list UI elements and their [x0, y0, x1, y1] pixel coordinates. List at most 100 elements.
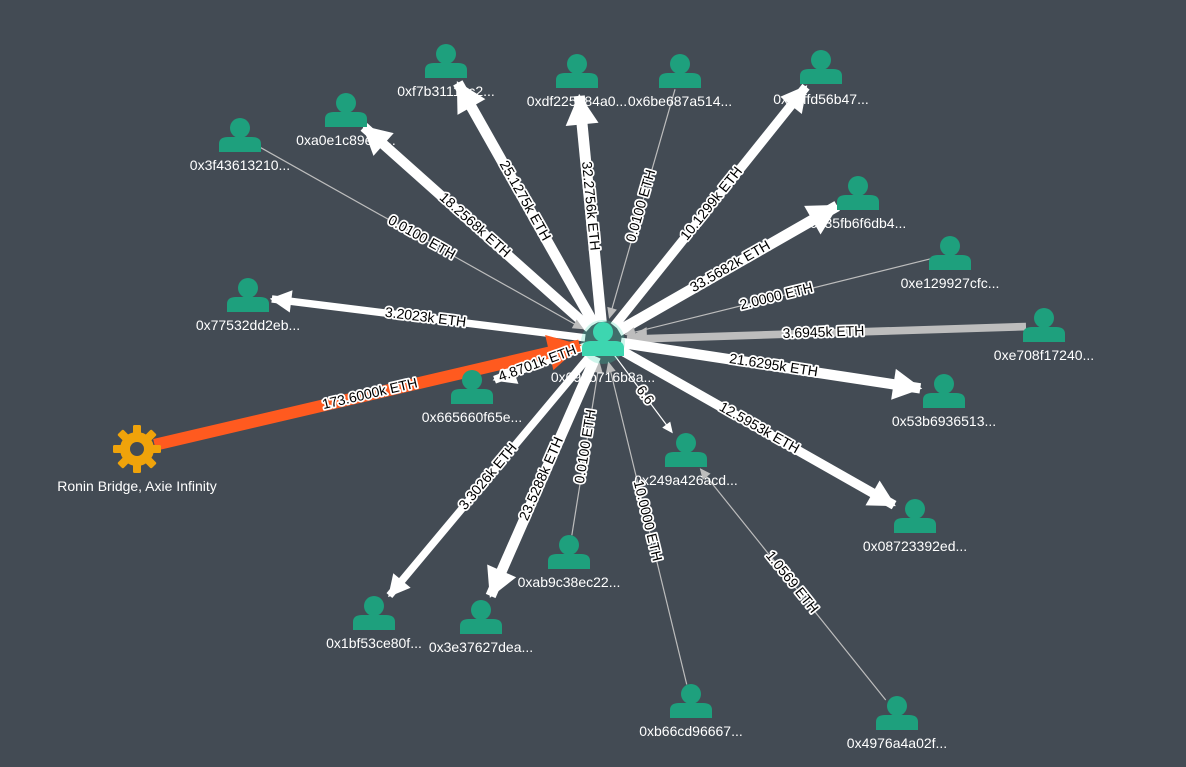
center-address-node[interactable]: 0x098b716b8a... — [551, 320, 655, 385]
edge-center-n_3e37[interactable] — [485, 354, 601, 599]
address-node[interactable]: 0x3f43613210... — [190, 118, 290, 173]
edge-label: 10.1299k ETH — [677, 163, 745, 243]
node-label: 0x4976a4a02f... — [847, 735, 947, 751]
edge-n_b66c-center[interactable] — [605, 361, 688, 685]
edge-label: 3.3026k ETH — [455, 440, 520, 513]
edge-label: 33.5682k ETH — [687, 237, 773, 295]
address-node[interactable]: 0x08723392ed... — [863, 499, 967, 554]
address-node[interactable]: 0x3e37627dea... — [429, 600, 533, 655]
person-icon — [665, 433, 707, 467]
edge-line — [573, 95, 607, 323]
address-node[interactable]: 0x249a426acd... — [634, 433, 738, 488]
node-label: 0x53b6936513... — [892, 413, 996, 429]
edge-center-n_7753[interactable] — [269, 290, 586, 342]
edge-label: 173.6000k ETH — [321, 374, 419, 412]
edge-line — [613, 354, 673, 433]
edge-center-n_53b6[interactable] — [620, 337, 923, 400]
edge-label: 21.6295k ETH — [728, 350, 819, 379]
edge-line — [608, 363, 688, 685]
person-icon — [548, 535, 590, 569]
node-label: 0x08723392ed... — [863, 538, 967, 554]
edge-n_4976-n_249a[interactable] — [699, 468, 887, 701]
node-label: 0x249a426acd... — [634, 472, 738, 488]
edge-arrowhead — [456, 81, 486, 115]
person-icon — [876, 696, 918, 730]
edge-center-n_3cff[interactable] — [610, 83, 810, 329]
edge-line — [271, 295, 586, 342]
person-icon — [460, 600, 502, 634]
node-label: 0x665660f65e... — [422, 409, 522, 425]
address-node[interactable]: 0x53b6936513... — [892, 374, 996, 429]
address-node[interactable]: 0x1bf53ce80f... — [326, 596, 422, 651]
address-node[interactable]: 0xe708f17240... — [994, 308, 1094, 363]
person-icon — [923, 374, 965, 408]
node-label: 0xe708f17240... — [994, 347, 1094, 363]
person-icon — [556, 54, 598, 88]
address-node[interactable]: 0x665660f65e... — [422, 370, 522, 425]
edge-line — [360, 123, 593, 332]
edge-arrowhead — [388, 573, 411, 598]
edge-center-n_0872[interactable] — [616, 344, 897, 510]
person-icon — [929, 236, 971, 270]
edge-label: 0.0100 ETH — [386, 212, 459, 263]
person-icon — [670, 684, 712, 718]
address-node[interactable]: 0xb66cd96667... — [639, 684, 743, 739]
person-icon — [425, 44, 467, 78]
address-node[interactable]: 0x4976a4a02f... — [847, 696, 947, 751]
edge-arrowhead — [607, 306, 617, 319]
edge-label: 1.0569 ETH — [763, 548, 822, 616]
edge-line — [571, 363, 600, 536]
node-label: 0xe129927cfc... — [901, 275, 1000, 291]
edge-center-n_35fb[interactable] — [615, 201, 840, 336]
edge-arrowhead — [571, 319, 584, 330]
edge-arrowhead — [662, 421, 673, 434]
address-node[interactable]: 0xab9c38ec22... — [518, 535, 621, 590]
person-icon — [451, 370, 493, 404]
edge-center-n_1bf5[interactable] — [386, 351, 595, 599]
edge-arrowhead — [487, 564, 517, 598]
exchange-node[interactable]: Ronin Bridge, Axie Infinity — [57, 425, 217, 494]
address-node[interactable]: 0x3cffd56b47... — [773, 50, 869, 107]
edge-line — [609, 89, 676, 318]
address-node[interactable]: 0xa0e1c89ef1... — [296, 93, 396, 148]
person-icon — [800, 50, 842, 84]
edge-center-n_df22[interactable] — [565, 93, 607, 323]
address-node[interactable]: 0x35fb6f6db4... — [810, 176, 907, 231]
edge-line — [626, 257, 933, 335]
address-node[interactable]: 0xdf225e84a0... — [527, 54, 627, 109]
edge-label: 12.5953k ETH — [717, 398, 803, 456]
address-node[interactable]: 0x77532dd2eb... — [196, 278, 300, 333]
node-label: 0x1bf53ce80f... — [326, 635, 422, 651]
address-node[interactable]: 0x6be687a514... — [628, 54, 732, 109]
person-icon — [1023, 308, 1065, 342]
edge-label: 3.6945k ETH — [782, 322, 864, 341]
edge-n_3f43-center[interactable] — [255, 144, 584, 330]
person-icon — [837, 176, 879, 210]
node-label: 0x3cffd56b47... — [773, 91, 868, 107]
node-label: 0x3f43613210... — [190, 157, 290, 173]
edge-center-n_a0e1[interactable] — [360, 123, 593, 332]
address-node[interactable]: 0xe129927cfc... — [901, 236, 1000, 291]
edge-n_e129-center[interactable] — [624, 257, 933, 337]
person-icon — [353, 596, 395, 630]
edge-label: 0.0100 ETH — [622, 168, 658, 244]
nodes-layer: 0xf7b31119c2... 0xdf225e84a0...0x6be687a5… — [57, 44, 1094, 751]
edge-line — [615, 201, 840, 336]
edge-arrowhead — [780, 85, 808, 114]
edge-n_6be6-center[interactable] — [607, 89, 676, 319]
node-label: 0xab9c38ec22... — [518, 574, 621, 590]
node-label: 0x35fb6f6db4... — [810, 215, 907, 231]
edge-center-n_f7b3[interactable] — [453, 80, 599, 327]
edge-label: 25.1275k ETH — [497, 157, 555, 243]
edge-center-n_249a[interactable] — [613, 354, 673, 434]
edge-label: 32.2756k ETH — [579, 161, 604, 252]
edge-line — [153, 339, 581, 451]
address-node[interactable]: 0xf7b31119c2... — [397, 44, 495, 99]
edge-ronin-center[interactable] — [153, 335, 582, 451]
edge-arrowhead — [891, 368, 923, 400]
edge-line — [700, 469, 887, 701]
edge-arrowhead — [865, 480, 896, 507]
edge-line — [626, 322, 1027, 344]
node-label: 0xdf225e84a0... — [527, 93, 627, 109]
